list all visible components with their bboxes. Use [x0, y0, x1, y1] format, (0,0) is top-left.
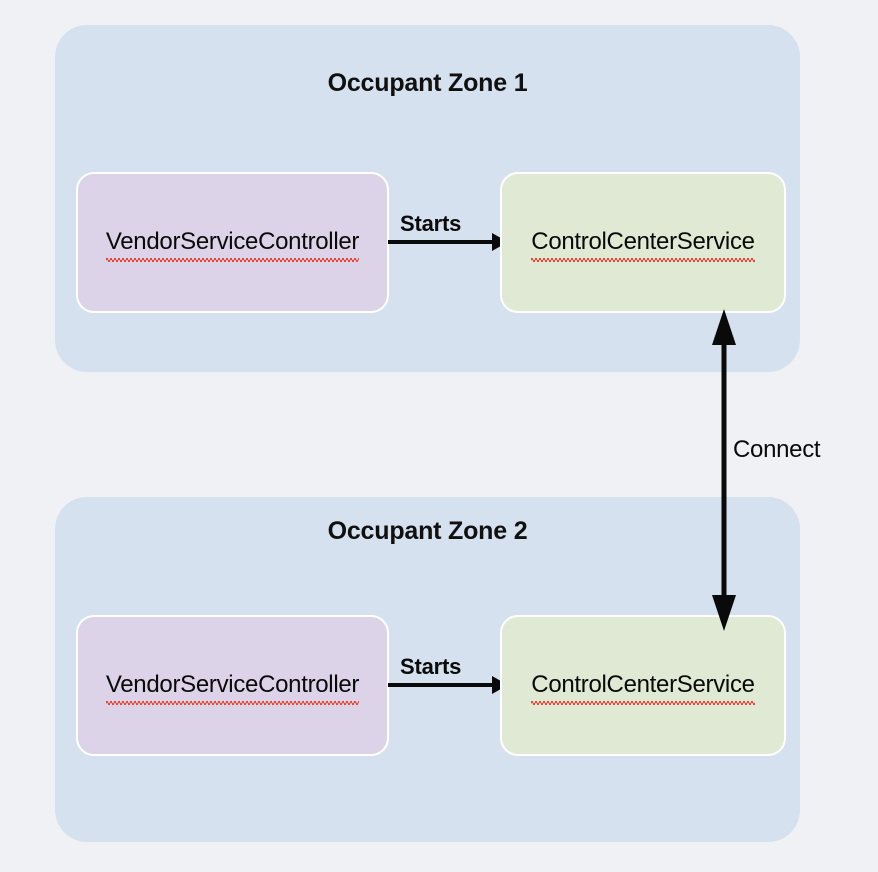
zone-1-vendor-service-controller-label: VendorServiceController: [105, 228, 359, 262]
zone-1-vendor-service-controller-node[interactable]: VendorServiceController: [76, 172, 389, 313]
zone-2-vendor-service-controller-label: VendorServiceController: [105, 671, 359, 705]
occupant-zone-2-container: Occupant Zone 2 VendorServiceController …: [55, 497, 800, 842]
occupant-zone-1-container: Occupant Zone 1 VendorServiceController …: [55, 25, 800, 372]
zone-2-vendor-service-controller-node[interactable]: VendorServiceController: [76, 615, 389, 756]
zone-2-control-center-service-node[interactable]: ControlCenterService: [500, 615, 786, 756]
zone-2-starts-edge-label: Starts: [400, 654, 462, 679]
zone-1-starts-arrow-icon: [388, 233, 508, 251]
zone-1-control-center-service-node[interactable]: ControlCenterService: [500, 172, 786, 313]
connect-bidirectional-arrow-icon: [712, 309, 736, 631]
zone-2-title: Occupant Zone 2: [327, 517, 528, 545]
zone-1-starts-edge-label: Starts: [400, 211, 462, 236]
zone-2-control-center-service-label: ControlCenterService: [531, 671, 756, 705]
zone-1-control-center-service-label: ControlCenterService: [531, 228, 756, 262]
connect-edge-label: Connect: [733, 436, 821, 463]
zone-1-title: Occupant Zone 1: [327, 69, 528, 97]
zone-2-starts-arrow-icon: [388, 676, 508, 694]
